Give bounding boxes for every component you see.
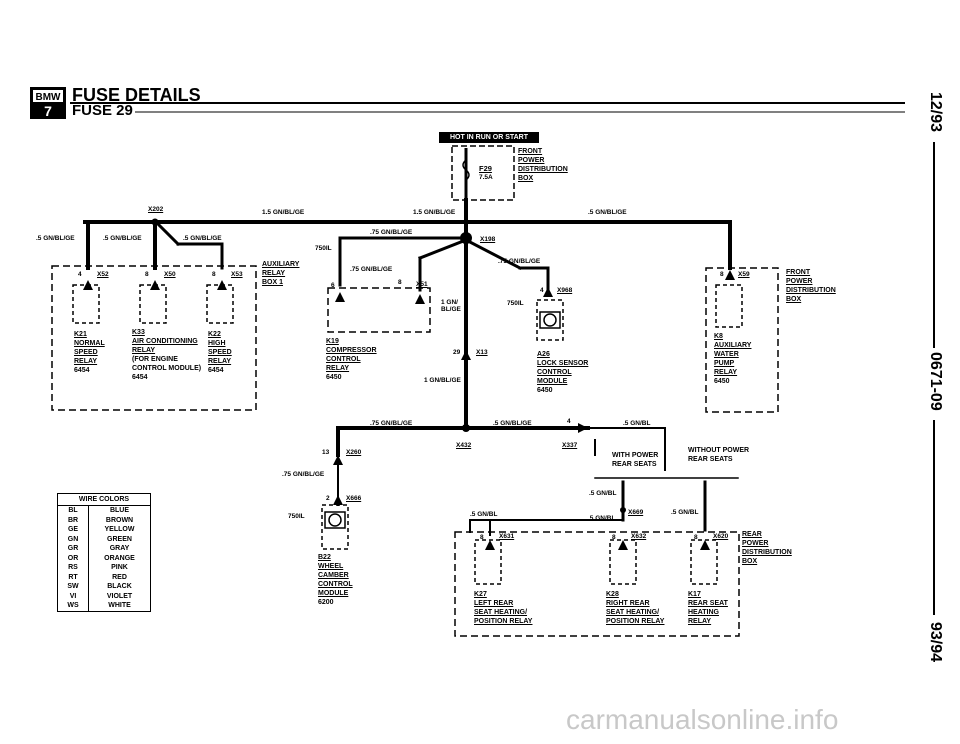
component-k8: K8 AUXILIARY WATER PUMP RELAY 6450 xyxy=(714,333,752,385)
wire-label: .75 GN/BL/GE xyxy=(350,266,393,273)
wire-label: .5 GN/BL xyxy=(589,490,617,497)
page-title: FUSE DETAILS xyxy=(72,85,201,105)
pin-number: 2 xyxy=(326,495,330,502)
wire-label: .75 GN/BL/GE xyxy=(282,471,325,478)
wire-label: .5 GN/BL/GE xyxy=(493,420,532,427)
wire-label: .5 GN/BL/GE xyxy=(183,235,222,242)
wire-label: .5 GN/BL/GE xyxy=(36,235,75,242)
wire-label: .5 GN/BL xyxy=(588,515,616,522)
component-b22: B22 WHEEL CAMBER CONTROL MODULE 6200 xyxy=(318,554,353,606)
page-subtitle: FUSE 29 xyxy=(72,102,133,119)
component-a26: A26 LOCK SENSOR CONTROL MODULE 6450 xyxy=(537,351,589,394)
connector-label: X620 xyxy=(713,533,729,540)
pin-number: 8 xyxy=(212,271,216,278)
component-k28: K28 RIGHT REAR SEAT HEATING/ POSITION RE… xyxy=(606,591,665,625)
side-years: 93/94 xyxy=(927,622,944,663)
connector-label: X631 xyxy=(499,533,515,540)
wire-label: 1.5 GN/BL/GE xyxy=(413,209,456,216)
component-k17: K17 REAR SEAT HEATING RELAY xyxy=(688,591,728,625)
wire-label: .5 GN/BL/GE xyxy=(588,209,627,216)
connector-label: X968 xyxy=(557,287,573,294)
model-text: 7 xyxy=(44,103,52,119)
connector-label: X198 xyxy=(480,236,496,243)
rear-pdb-label: REAR POWER DISTRIBUTION BOX xyxy=(742,531,792,565)
pin-number: 4 xyxy=(567,418,571,425)
fuse-id: F29 xyxy=(479,164,492,173)
wire-colors-title: WIRE COLORS xyxy=(58,494,150,506)
front-pdb-label: FRONT POWER DISTRIBUTION BOX xyxy=(786,269,836,303)
model-note: 750IL xyxy=(507,300,524,307)
wire-label: .75 GN/BL/GE xyxy=(370,229,413,236)
connector-label: X260 xyxy=(346,449,362,456)
without-power-label: WITHOUT POWER REAR SEATS xyxy=(688,447,750,463)
pin-number: 8 xyxy=(720,271,724,278)
fuse-box xyxy=(451,145,515,201)
side-date: 12/93 xyxy=(927,92,944,133)
wire-label: 1 GN/ BL/GE xyxy=(441,299,461,313)
wire-label: .75 GN/BL/GE xyxy=(498,258,541,265)
pin-number: 4 xyxy=(78,271,82,278)
pin-number: 8 xyxy=(612,534,616,541)
fuse-box-label: FRONT POWER DISTRIBUTION BOX xyxy=(518,148,568,182)
connector-label: X52 xyxy=(97,271,109,278)
fuse-amp: 7.5A xyxy=(479,174,493,181)
wire-label: 1 GN/BL/GE xyxy=(424,377,461,384)
pin-number: 13 xyxy=(322,449,330,456)
connector-label: X666 xyxy=(346,495,362,502)
pin-number: 8 xyxy=(694,534,698,541)
connector-label: X51 xyxy=(416,281,428,288)
hot-in-run-badge: HOT IN RUN OR START xyxy=(439,132,539,143)
component-k27: K27 LEFT REAR SEAT HEATING/ POSITION REL… xyxy=(474,591,533,625)
connector-label: X337 xyxy=(562,442,578,449)
wire-label: .75 GN/BL/GE xyxy=(370,420,413,427)
model-note: 750IL xyxy=(315,245,332,252)
wire-label: .5 GN/BL xyxy=(470,511,498,518)
watermark: carmanualsonline.info xyxy=(566,704,839,735)
pin-number: 8 xyxy=(398,279,402,286)
connector-label: X669 xyxy=(628,509,644,516)
bmw-logo: BMW 7 xyxy=(30,87,66,119)
model-note: 750IL xyxy=(288,513,305,520)
pin-number: 29 xyxy=(453,349,461,356)
aux-relay-box-label: AUXILIARY RELAY BOX 1 xyxy=(262,261,300,286)
pin-number: 8 xyxy=(145,271,149,278)
wire-label: .5 GN/BL xyxy=(671,509,699,516)
connector-label: X432 xyxy=(456,442,472,449)
wire-label: .5 GN/BL/GE xyxy=(103,235,142,242)
connector-label: X59 xyxy=(738,271,750,278)
brand-text: BMW xyxy=(36,92,62,103)
with-power-label: WITH POWER REAR SEATS xyxy=(612,452,659,468)
connector-label: X50 xyxy=(164,271,176,278)
connector-label: X202 xyxy=(148,206,164,213)
component-k21: K21 NORMAL SPEED RELAY 6454 xyxy=(74,331,105,374)
connector-label: X632 xyxy=(631,533,647,540)
wire-label: .5 GN/BL xyxy=(623,420,651,427)
pin-number: 8 xyxy=(480,534,484,541)
connector-label: X53 xyxy=(231,271,243,278)
component-k19: K19 COMPRESSOR CONTROL RELAY 6450 xyxy=(326,338,377,381)
component-k22: K22 HIGH SPEED RELAY 6454 xyxy=(208,331,232,374)
connector-label: X13 xyxy=(476,349,488,356)
component-k33: K33 AIR CONDITIONING RELAY (FOR ENGINE C… xyxy=(132,329,202,381)
pin-number: 6 xyxy=(331,282,335,289)
pin-number: 4 xyxy=(540,287,544,294)
wire-label: 1.5 GN/BL/GE xyxy=(262,209,305,216)
side-code: 0671-09 xyxy=(927,352,944,411)
